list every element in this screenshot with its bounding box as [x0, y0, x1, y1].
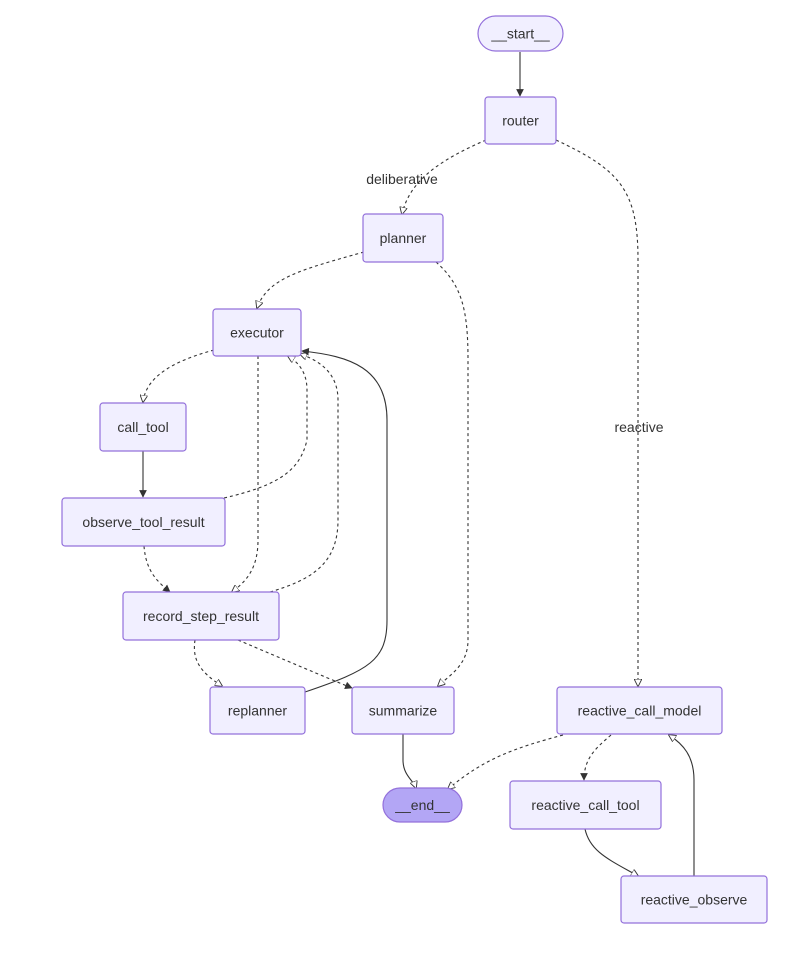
node-summarize[interactable]: summarize — [351, 686, 455, 735]
node-executor[interactable]: executor — [212, 308, 302, 357]
node-reactive-observe-label: reactive_observe — [641, 892, 748, 908]
node-end[interactable]: __end__ — [382, 787, 463, 823]
node-reactive-call-tool-label: reactive_call_tool — [531, 797, 639, 813]
node-end-label: __end__ — [394, 797, 450, 813]
edge-label-deliberative: deliberative — [366, 171, 438, 187]
edge-reactive-call-model-call-tool — [580, 734, 612, 781]
node-router[interactable]: router — [484, 96, 557, 145]
node-call-tool-label: call_tool — [117, 419, 168, 435]
node-record-step-result[interactable]: record_step_result — [122, 591, 280, 641]
edge-router-reactive-call-model — [555, 139, 638, 686]
node-router-label: router — [502, 113, 539, 129]
edge-observe-executor — [223, 356, 308, 499]
edge-record-step-summarize — [237, 639, 353, 689]
node-planner-label: planner — [380, 230, 427, 246]
node-executor-label: executor — [230, 325, 284, 341]
edge-replanner-executor — [301, 347, 388, 693]
node-replanner-label: replanner — [228, 703, 287, 719]
node-summarize-label: summarize — [369, 703, 438, 719]
node-reactive-observe[interactable]: reactive_observe — [620, 875, 768, 924]
edge-planner-executor — [257, 251, 365, 308]
node-start[interactable]: __start__ — [477, 15, 564, 52]
node-observe-tool-result[interactable]: observe_tool_result — [61, 497, 226, 547]
node-record-step-result-label: record_step_result — [143, 608, 259, 624]
node-reactive-call-model[interactable]: reactive_call_model — [556, 686, 723, 735]
node-reactive-call-model-label: reactive_call_model — [578, 703, 702, 719]
edge-reactive-call-tool-observe — [584, 828, 638, 876]
edge-summarize-end — [402, 734, 416, 788]
node-start-label: __start__ — [490, 26, 550, 42]
node-planner[interactable]: planner — [362, 213, 444, 263]
edge-router-planner — [402, 139, 487, 214]
edge-executor-call-tool — [143, 349, 215, 402]
edge-planner-summarize — [435, 261, 469, 686]
node-reactive-call-tool[interactable]: reactive_call_tool — [509, 780, 662, 830]
edge-executor-record-step — [232, 356, 259, 592]
edge-record-step-executor — [269, 354, 339, 593]
edge-observe-record-step — [143, 545, 171, 593]
edge-record-step-replanner — [193, 639, 222, 686]
edge-label-reactive: reactive — [614, 419, 663, 435]
node-call-tool[interactable]: call_tool — [99, 402, 187, 452]
node-observe-tool-result-label: observe_tool_result — [82, 514, 204, 530]
node-replanner[interactable]: replanner — [209, 686, 306, 735]
edge-reactive-observe-call-model — [669, 735, 695, 876]
